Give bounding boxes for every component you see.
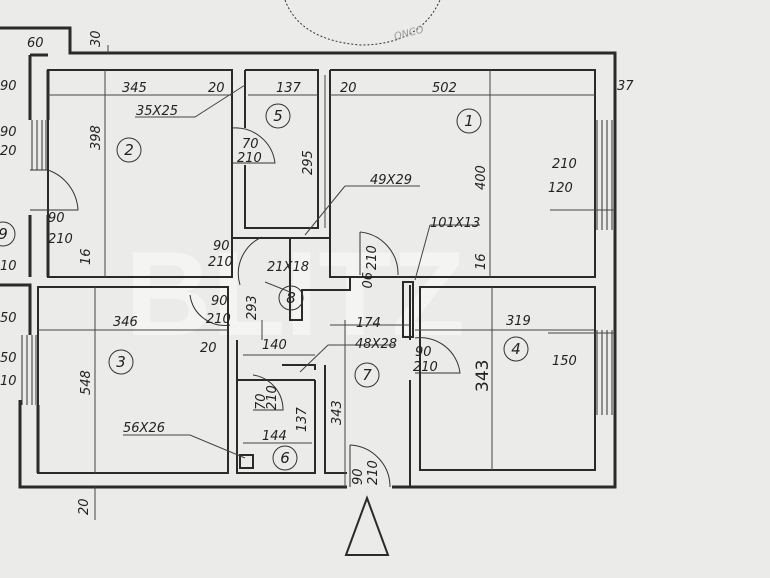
stamp: ONCO [284, 0, 441, 46]
dim-label: 293 [245, 295, 260, 320]
dim-label: 210 [365, 245, 380, 270]
dim-label: 20 [208, 81, 225, 96]
dim-label: 210 [552, 157, 577, 172]
dim-label: 90 [0, 125, 17, 140]
dim-label: 210 [366, 460, 381, 485]
dim-label: 90 [211, 294, 228, 309]
dim-label: 48X28 [355, 337, 397, 352]
dim-label: 120 [548, 181, 573, 196]
dim-label: 49X29 [370, 173, 412, 188]
room-number-6: 6 [280, 449, 290, 467]
dimension-lines [38, 45, 615, 520]
dim-label: 346 [113, 315, 138, 330]
dim-label: 50 [0, 351, 17, 366]
dim-label: 210 [206, 312, 231, 327]
stamp-text: ONCO [393, 24, 425, 42]
dim-label: 137 [276, 81, 302, 96]
room-3 [37, 286, 229, 474]
dim-label: 37 [617, 79, 634, 94]
dim-label: 548 [79, 370, 94, 395]
room-number-2: 2 [124, 141, 134, 159]
dim-label: 90 [48, 211, 65, 226]
dim-label: 70 [242, 137, 259, 152]
dim-label: 140 [262, 338, 287, 353]
dim-label: 90 [358, 272, 373, 289]
room-number-5: 5 [273, 107, 283, 125]
dim-label: 90 [351, 468, 366, 485]
dim-label: 60 [27, 36, 44, 51]
dim-label: 21X18 [267, 260, 309, 275]
dim-label: 210 [265, 385, 280, 410]
dim-label: 10 [0, 259, 17, 274]
room-number-7: 7 [362, 366, 372, 384]
dim-label: 295 [301, 150, 316, 175]
watermark: BLITZ [125, 227, 465, 361]
dim-label: 144 [262, 429, 287, 444]
dim-label: 90 [0, 79, 17, 94]
room-number-4: 4 [511, 340, 521, 358]
dim-label: 56X26 [123, 421, 165, 436]
dim-label: 343 [330, 400, 345, 425]
dim-label: 10 [0, 374, 17, 389]
dim-label: 210 [237, 151, 262, 166]
dim-label: 210 [208, 255, 233, 270]
dim-label: 210 [48, 232, 73, 247]
dim-label: 90 [415, 345, 432, 360]
dim-label: 210 [413, 360, 438, 375]
north-arrow-icon [344, 495, 390, 556]
dim-label: 50 [0, 311, 17, 326]
dim-label: 90 [213, 239, 230, 254]
dim-label: 137 [295, 406, 310, 432]
dim-label: 400 [474, 165, 489, 190]
door-swings [30, 127, 461, 488]
dim-label: 174 [356, 316, 381, 331]
dim-label: 16 [79, 248, 94, 265]
dim-label: 35X25 [136, 104, 178, 119]
room-number-3: 3 [116, 353, 126, 371]
dim-label: 20 [77, 498, 92, 515]
dim-label: 319 [506, 314, 531, 329]
dim-label: 70 [254, 393, 269, 410]
room-numbers: 1 2 3 4 5 6 7 8 9 [0, 103, 529, 471]
dim-label: 502 [432, 81, 457, 96]
interior-walls [37, 69, 596, 487]
room-number-1: 1 [464, 112, 474, 130]
dim-label: 16 [474, 253, 489, 270]
dim-label: 20 [340, 81, 357, 96]
windows [21, 120, 613, 415]
room-number-9: 9 [0, 225, 8, 243]
dim-label: 101X13 [430, 216, 480, 231]
dim-label: 30 [89, 30, 104, 47]
dimension-labels: 60 30 345 20 137 35X25 398 16 70 210 295… [0, 30, 634, 515]
dim-label: 398 [89, 125, 104, 150]
dim-label: 20 [200, 341, 217, 356]
room-4 [419, 286, 596, 471]
dim-label: 150 [552, 354, 577, 369]
dim-label: 345 [122, 81, 147, 96]
dim-label: 343 [473, 360, 493, 392]
room-number-8: 8 [286, 289, 296, 307]
dim-label: 20 [0, 144, 17, 159]
